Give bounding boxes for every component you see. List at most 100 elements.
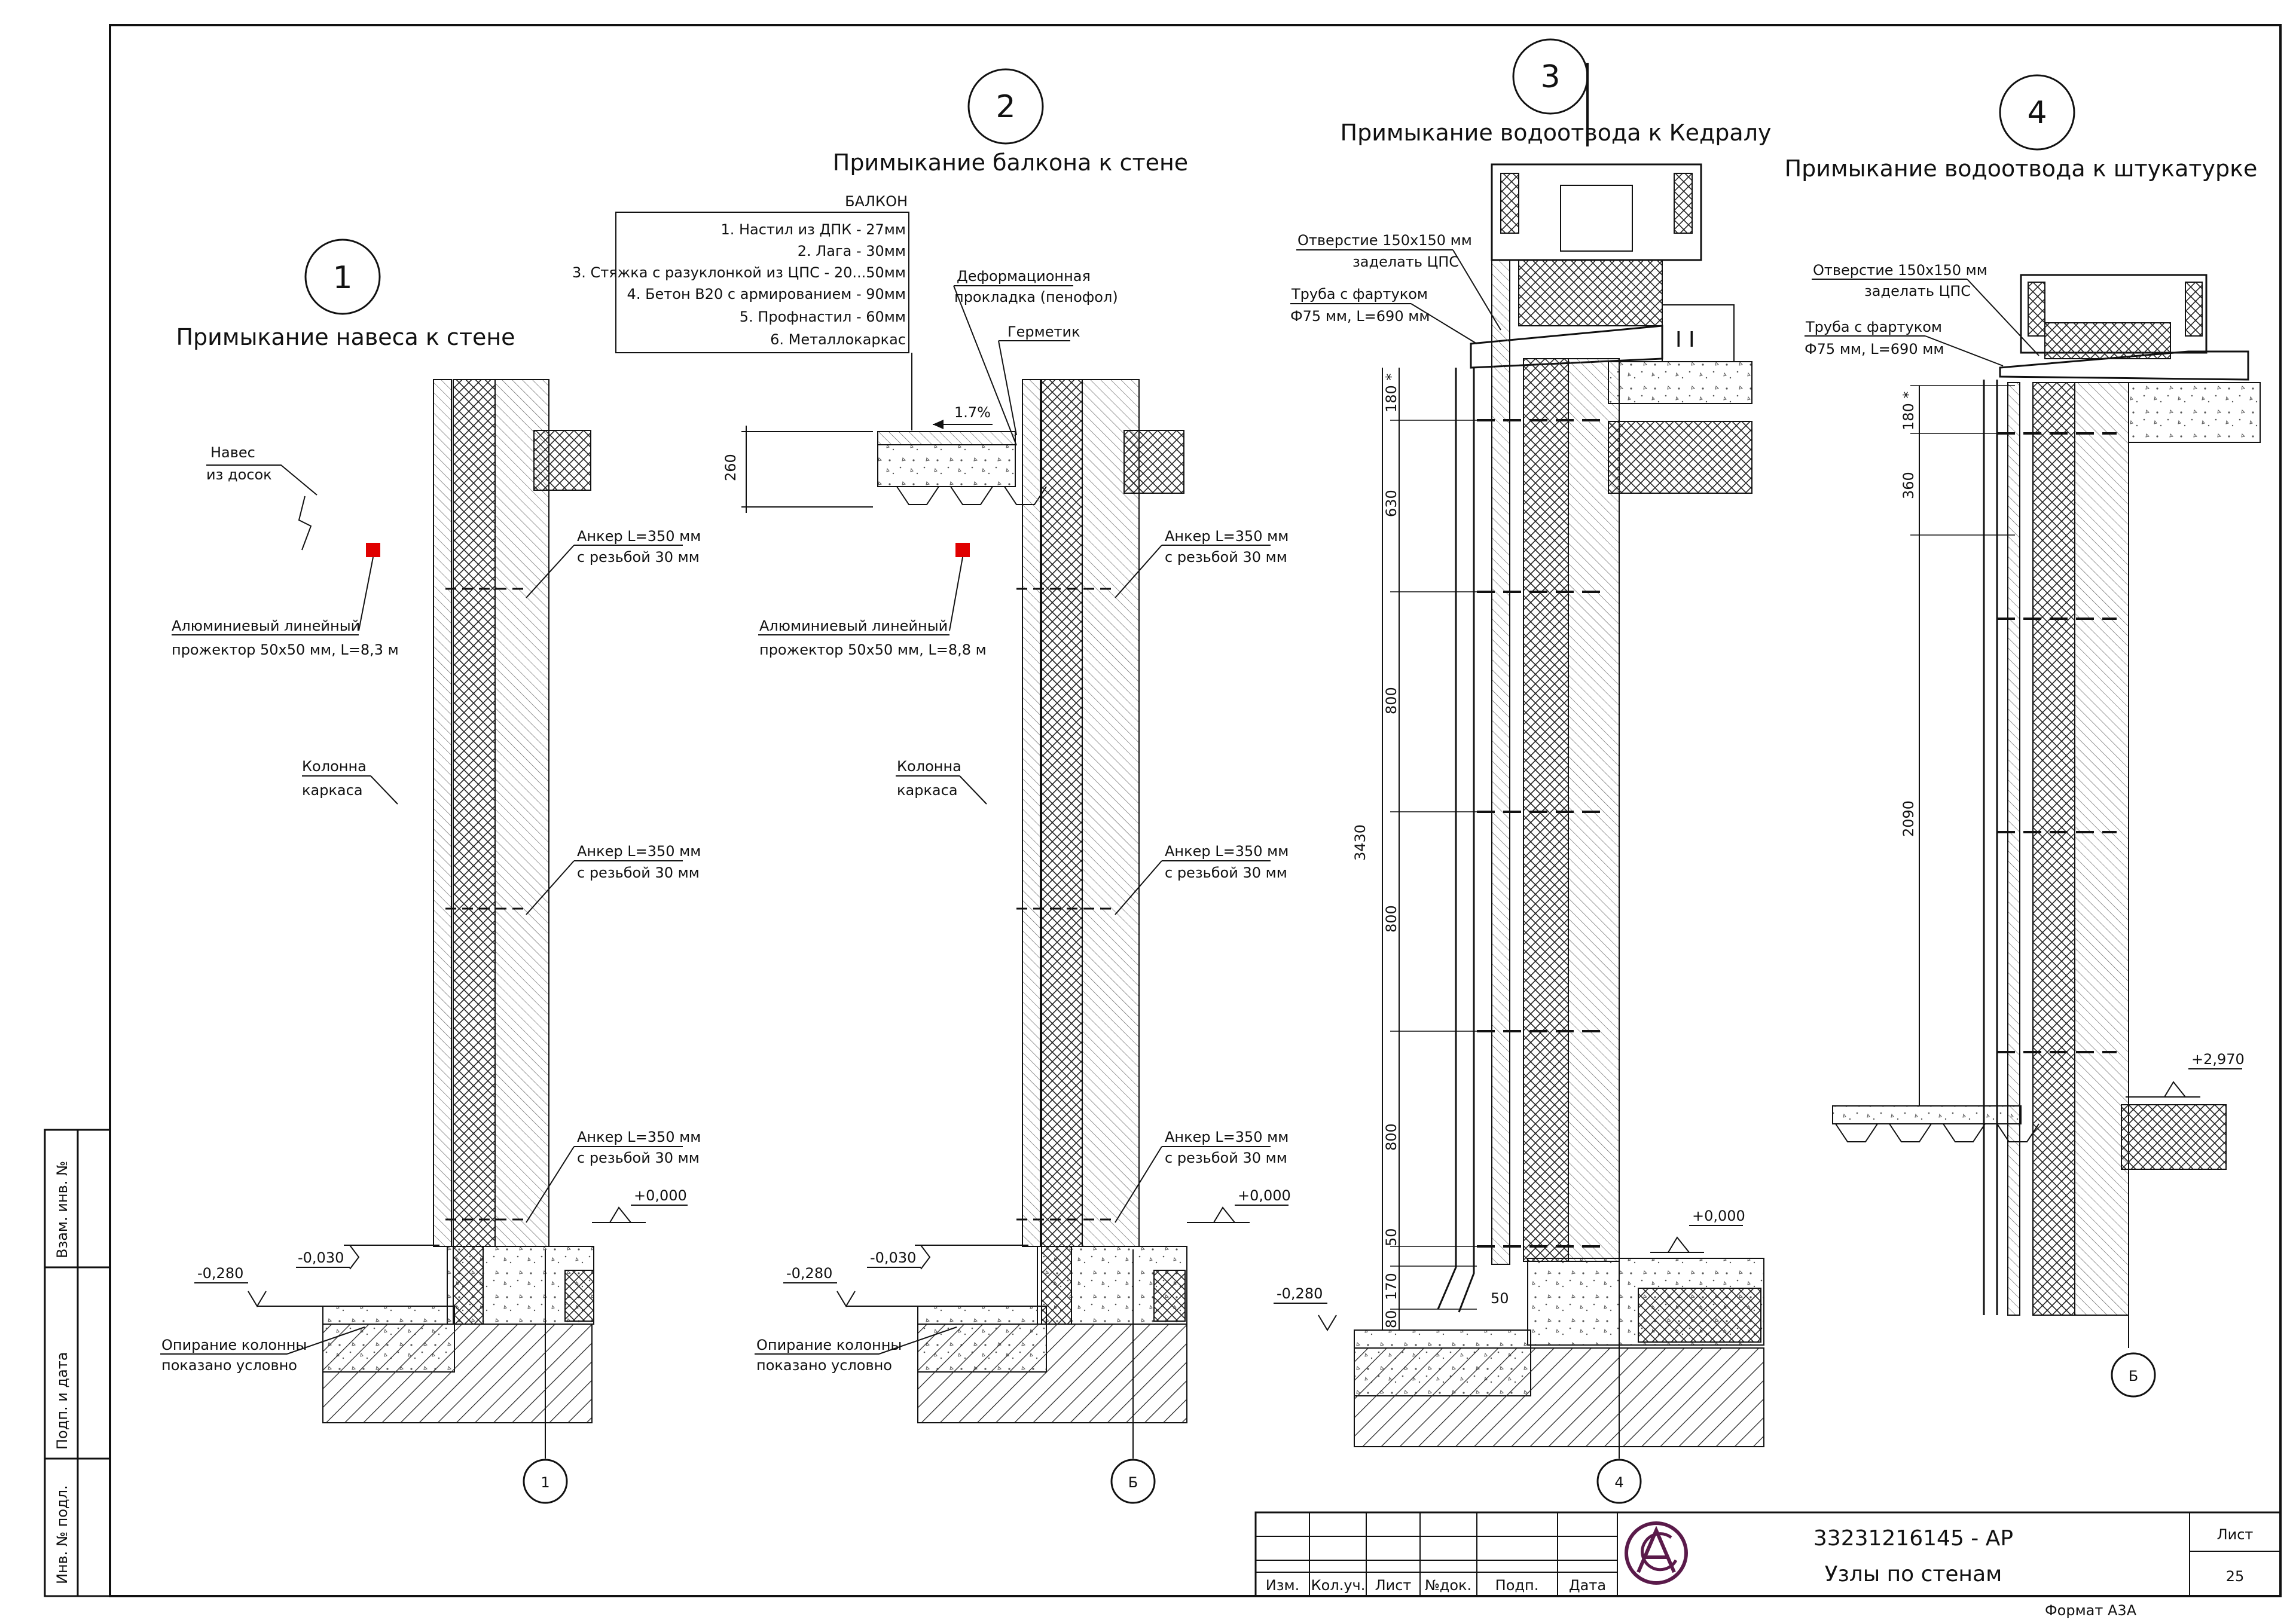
node-3-note-opening-1: Отверстие 150х150 мм <box>1297 232 1472 249</box>
node-2-anchor-3: Анкер L=350 мм с резьбой 30 мм <box>1115 1129 1289 1223</box>
svg-text:Анкер L=350 мм: Анкер L=350 мм <box>1165 1129 1289 1145</box>
sheet-title: Узлы по стенам <box>1825 1562 2002 1587</box>
node-3-dim-170: 170 <box>1383 1273 1400 1300</box>
svg-text:с резьбой 30 мм: с резьбой 30 мм <box>577 549 700 566</box>
node-3-plinth-block <box>1638 1288 1761 1343</box>
node-1: 1 Примыкание навеса к стене Навес из дос… <box>160 239 701 1504</box>
node-3-ibeam-icon: I I <box>1675 328 1695 352</box>
node-2-note-deform-1: Деформационная <box>957 268 1091 285</box>
node-3-dim-small: 50 <box>1491 1290 1509 1307</box>
node-2-anchor-2: Анкер L=350 мм с резьбой 30 мм <box>1115 843 1289 915</box>
node-4-title: Примыкание водоотвода к штукатурке <box>1785 155 2258 182</box>
node-3-ground <box>1354 1347 1764 1447</box>
node-2-marker <box>967 68 1044 145</box>
svg-text:с резьбой 30 мм: с резьбой 30 мм <box>1165 549 1287 566</box>
node-2-layer-6: 6. Металлокаркас <box>770 331 906 348</box>
stamp-col-list: Лист <box>1375 1577 1412 1594</box>
node-3-number: 3 <box>1540 59 1560 95</box>
node-1-title: Примыкание навеса к стене <box>176 324 515 350</box>
node-1-note-column-2: каркаса <box>302 782 363 799</box>
node-2-block <box>1082 379 1140 1247</box>
node-2-note-support-2: показано условно <box>756 1357 892 1374</box>
node-3-dim-800b: 800 <box>1383 905 1400 933</box>
node-2-level-m030: -0,030 <box>870 1249 916 1266</box>
node-4-axis-marker <box>2111 1352 2156 1398</box>
node-2-cladding <box>1022 379 1041 1247</box>
node-2-axis: Б <box>1128 1474 1138 1491</box>
stamp-col-izm: Изм. <box>1266 1577 1299 1594</box>
node-2-note-projector-1: Алюминиевый линейный <box>759 618 948 634</box>
svg-text:с резьбой 30 мм: с резьбой 30 мм <box>577 1150 700 1166</box>
node-1-note-column-1: Колонна <box>302 758 367 775</box>
node-2-layer-1: 1. Настил из ДПК - 27мм <box>720 221 906 238</box>
svg-text:Анкер L=350 мм: Анкер L=350 мм <box>577 843 701 860</box>
node-1-anchor-1: Анкер L=350 мм с резьбой 30 мм <box>526 528 701 598</box>
company-logo-icon <box>1625 1521 1688 1585</box>
svg-text:с резьбой 30 мм: с резьбой 30 мм <box>1165 864 1287 881</box>
side-label-podp: Подп. и дата <box>54 1352 71 1450</box>
svg-text:Анкер L=350 мм: Анкер L=350 мм <box>1165 528 1289 545</box>
sheet-label: Лист <box>2217 1526 2254 1543</box>
node-1-axis-marker <box>523 1459 568 1504</box>
node-3-dim-800a: 800 <box>1383 687 1400 714</box>
node-2-note-sealant: Герметик <box>1007 323 1080 340</box>
node-3-note-pipe-1: Труба с фартуком <box>1291 286 1428 302</box>
node-2-layers-box <box>615 212 909 353</box>
node-1-projector-marker <box>366 543 380 557</box>
node-1-anchor-2: Анкер L=350 мм с резьбой 30 мм <box>526 843 701 915</box>
node-1-axis: 1 <box>541 1474 549 1491</box>
node-1-level-m030: -0,030 <box>298 1249 344 1266</box>
node-3-level-m280: -0,280 <box>1277 1285 1323 1302</box>
node-4-dimension-chain <box>1910 385 2015 1107</box>
node-2-anchor-1: Анкер L=350 мм с резьбой 30 мм <box>1115 528 1289 598</box>
node-4-render <box>2007 382 2020 1316</box>
node-4-flashing <box>1999 350 2249 381</box>
svg-text:Анкер L=350 мм: Анкер L=350 мм <box>577 528 701 545</box>
stamp-col-koluch: Кол.уч. <box>1311 1577 1366 1594</box>
node-4-dim-2090: 2090 <box>1900 800 1917 837</box>
node-2-note-deform-2: прокладка (пенофол) <box>954 289 1118 305</box>
side-label-inv: Инв. № подл. <box>54 1485 71 1584</box>
svg-text:с резьбой 30 мм: с резьбой 30 мм <box>1165 1150 1287 1166</box>
svg-text:Анкер L=350 мм: Анкер L=350 мм <box>1165 843 1289 860</box>
node-3-title: Примыкание водоотвода к Кедралу <box>1341 120 1772 146</box>
node-3-dim-800c: 800 <box>1383 1123 1400 1151</box>
node-4: 4 Примыкание водоотвода к штукатурке Отв… <box>1785 74 2261 1398</box>
node-1-note-naves-1: Навес <box>210 444 255 461</box>
doc-code: 33231216145 - АР <box>1813 1526 2013 1551</box>
node-3-parapet <box>1491 163 1702 261</box>
node-4-note-opening-1: Отверстие 150х150 мм <box>1813 262 1987 279</box>
stamp-col-ndok: №док. <box>1425 1577 1471 1594</box>
node-2-level-zero: +0,000 <box>1238 1187 1291 1204</box>
node-1-note-support-2: показано условно <box>161 1357 297 1374</box>
node-4-profdeck <box>1835 1123 2039 1142</box>
node-4-note-pipe-2: Ф75 мм, L=690 мм <box>1805 341 1944 357</box>
node-3-dim-80: 80 <box>1383 1310 1400 1328</box>
node-1-insulation <box>453 379 496 1247</box>
node-2-note-column-2: каркаса <box>897 782 958 799</box>
node-4-note-opening-2: заделать ЦПС <box>1864 283 1971 299</box>
node-3-dimension-chain <box>1375 368 1477 1331</box>
node-1-note-projector-1: Алюминиевый линейный <box>172 618 360 634</box>
node-2-level-m280: -0,280 <box>786 1265 832 1282</box>
node-1-note-projector-2: прожектор 50х50 мм, L=8,3 м <box>172 641 399 658</box>
stamp-col-data: Дата <box>1569 1577 1606 1594</box>
sheet-format: Формат А3А <box>2045 1602 2137 1619</box>
node-4-slab-top <box>2128 382 2261 443</box>
node-2-layer-5: 5. Профнастил - 60мм <box>740 308 906 325</box>
stamp-col-podp: Подп. <box>1495 1577 1539 1594</box>
node-4-level-top: +2,970 <box>2191 1051 2245 1068</box>
node-1-marker <box>304 239 381 315</box>
node-2-beam <box>1123 430 1184 494</box>
node-2-insulation <box>1041 379 1083 1247</box>
node-4-balcony-deck <box>1832 1105 2022 1124</box>
node-4-block <box>2074 382 2129 1316</box>
node-2-title: Примыкание балкона к стене <box>833 149 1188 176</box>
node-2-slope: 1.7% <box>954 404 991 421</box>
node-4-note-pipe-1: Труба с фартуком <box>1805 319 1942 335</box>
node-3-level-zero: +0,000 <box>1692 1208 1745 1224</box>
node-4-beam <box>2121 1104 2227 1170</box>
node-3-note-pipe-2: Ф75 мм, L=690 мм <box>1290 308 1430 325</box>
node-2-thickness: 260 <box>722 454 739 481</box>
node-2-plinth-block <box>1153 1270 1186 1322</box>
